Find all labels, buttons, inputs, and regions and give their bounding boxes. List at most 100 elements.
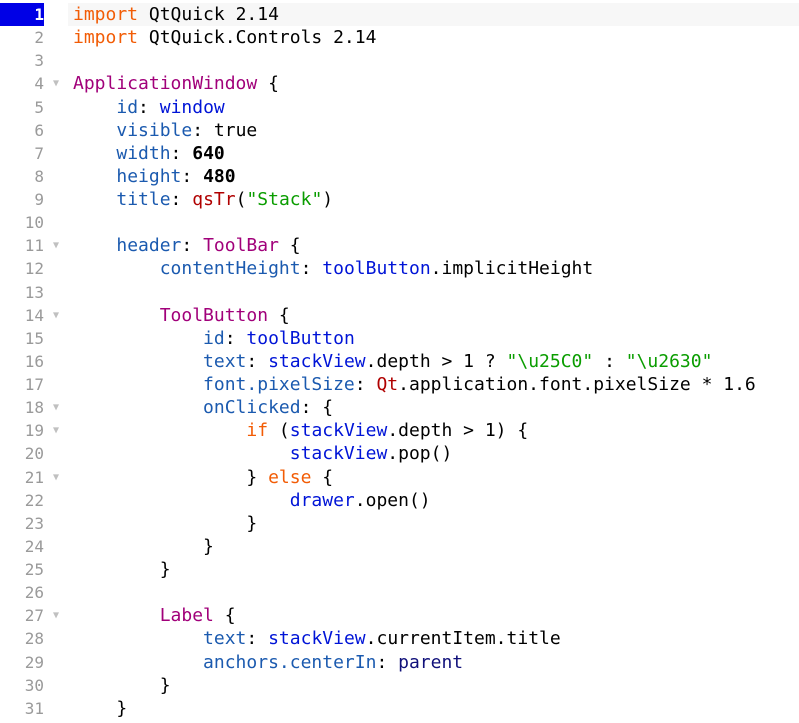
code-text[interactable]: Label { xyxy=(68,604,799,627)
code-text[interactable]: if (stackView.depth > 1) { xyxy=(68,419,799,442)
code-text[interactable]: } xyxy=(68,558,799,581)
code-line[interactable]: 2 import QtQuick.Controls 2.14 xyxy=(0,26,799,49)
line-number-gutter[interactable]: 24 xyxy=(0,535,44,558)
line-number-gutter[interactable]: 13 xyxy=(0,281,44,304)
code-line[interactable]: 28 text: stackView.currentItem.title xyxy=(0,627,799,650)
line-number-gutter[interactable]: 5 xyxy=(0,96,44,119)
chevron-down-icon[interactable]: ▼ xyxy=(52,610,60,622)
code-text[interactable]: stackView.pop() xyxy=(68,442,799,465)
code-line[interactable]: 29 anchors.centerIn: parent xyxy=(0,651,799,674)
code-text[interactable]: text: stackView.currentItem.title xyxy=(68,627,799,650)
code-text[interactable]: text: stackView.depth > 1 ? "\u25C0" : "… xyxy=(68,350,799,373)
chevron-down-icon[interactable]: ▼ xyxy=(52,309,60,321)
line-number-gutter[interactable]: 22 xyxy=(0,489,44,512)
code-line[interactable]: 5 id: window xyxy=(0,96,799,119)
code-text[interactable]: id: window xyxy=(68,96,799,119)
line-number-gutter[interactable]: 12 xyxy=(0,257,44,280)
code-line[interactable]: 14 ▼ ToolButton { xyxy=(0,304,799,327)
code-line[interactable]: 8 height: 480 xyxy=(0,165,799,188)
code-text[interactable]: import QtQuick 2.14 xyxy=(68,3,799,27)
line-number-gutter[interactable]: 19 xyxy=(0,419,44,442)
code-text[interactable]: onClicked: { xyxy=(68,396,799,419)
line-number-gutter[interactable]: 8 xyxy=(0,165,44,188)
line-number-gutter[interactable]: 3 xyxy=(0,49,44,72)
code-line[interactable]: 20 stackView.pop() xyxy=(0,442,799,465)
code-line[interactable]: 18 ▼ onClicked: { xyxy=(0,396,799,419)
line-number-gutter[interactable]: 20 xyxy=(0,442,44,465)
line-number-gutter[interactable]: 25 xyxy=(0,558,44,581)
code-line[interactable]: 31 } xyxy=(0,697,799,720)
code-line[interactable]: 3 xyxy=(0,49,799,72)
line-number-gutter[interactable]: 1 xyxy=(0,3,44,27)
code-line[interactable]: 27 ▼ Label { xyxy=(0,604,799,627)
line-number-gutter[interactable]: 11 xyxy=(0,234,44,257)
line-number-gutter[interactable]: 18 xyxy=(0,396,44,419)
code-text[interactable]: ApplicationWindow { xyxy=(68,72,799,95)
chevron-down-icon[interactable]: ▼ xyxy=(52,240,60,252)
line-number-gutter[interactable]: 15 xyxy=(0,327,44,350)
chevron-down-icon[interactable]: ▼ xyxy=(52,425,60,437)
line-number-gutter[interactable]: 28 xyxy=(0,627,44,650)
chevron-down-icon[interactable]: ▼ xyxy=(52,78,60,90)
line-number-gutter[interactable]: 10 xyxy=(0,211,44,234)
code-text[interactable]: height: 480 xyxy=(68,165,799,188)
code-line[interactable]: 10 xyxy=(0,211,799,234)
code-line[interactable]: 1 import QtQuick 2.14 xyxy=(0,3,799,27)
line-number-gutter[interactable]: 31 xyxy=(0,697,44,720)
code-line[interactable]: 15 id: toolButton xyxy=(0,327,799,350)
code-text[interactable]: header: ToolBar { xyxy=(68,234,799,257)
code-text[interactable] xyxy=(68,211,799,234)
code-text[interactable] xyxy=(68,581,799,604)
code-text[interactable] xyxy=(68,281,799,304)
line-number-gutter[interactable]: 4 xyxy=(0,72,44,95)
code-line[interactable]: 30 } xyxy=(0,674,799,697)
line-number-gutter[interactable]: 29 xyxy=(0,651,44,674)
code-line[interactable]: 17 font.pixelSize: Qt.application.font.p… xyxy=(0,373,799,396)
line-number-gutter[interactable]: 7 xyxy=(0,142,44,165)
code-editor[interactable]: 1 import QtQuick 2.14 2 import QtQuick.Cont… xyxy=(0,3,799,720)
code-text[interactable]: title: qsTr("Stack") xyxy=(68,188,799,211)
code-line[interactable]: 24 } xyxy=(0,535,799,558)
line-number-gutter[interactable]: 9 xyxy=(0,188,44,211)
code-text[interactable]: } xyxy=(68,512,799,535)
line-number-gutter[interactable]: 26 xyxy=(0,581,44,604)
code-text[interactable]: visible: true xyxy=(68,119,799,142)
code-line[interactable]: 13 xyxy=(0,281,799,304)
code-text[interactable]: } xyxy=(68,535,799,558)
code-text[interactable]: ToolButton { xyxy=(68,304,799,327)
code-text[interactable]: contentHeight: toolButton.implicitHeight xyxy=(68,257,799,280)
code-text[interactable]: drawer.open() xyxy=(68,489,799,512)
line-number-gutter[interactable]: 2 xyxy=(0,26,44,49)
chevron-down-icon[interactable]: ▼ xyxy=(52,402,60,414)
code-text[interactable]: } else { xyxy=(68,466,799,489)
code-text[interactable]: id: toolButton xyxy=(68,327,799,350)
line-number-gutter[interactable]: 16 xyxy=(0,350,44,373)
code-line[interactable]: 25 } xyxy=(0,558,799,581)
line-number-gutter[interactable]: 21 xyxy=(0,466,44,489)
code-line[interactable]: 22 drawer.open() xyxy=(0,489,799,512)
code-line[interactable]: 12 contentHeight: toolButton.implicitHei… xyxy=(0,257,799,280)
code-line[interactable]: 23 } xyxy=(0,512,799,535)
code-text[interactable]: width: 640 xyxy=(68,142,799,165)
line-number-gutter[interactable]: 23 xyxy=(0,512,44,535)
code-text[interactable]: } xyxy=(68,674,799,697)
code-line[interactable]: 21 ▼ } else { xyxy=(0,466,799,489)
code-text[interactable]: } xyxy=(68,697,799,720)
code-line[interactable]: 7 width: 640 xyxy=(0,142,799,165)
code-text[interactable] xyxy=(68,49,799,72)
code-line[interactable]: 19 ▼ if (stackView.depth > 1) { xyxy=(0,419,799,442)
chevron-down-icon[interactable]: ▼ xyxy=(52,471,60,483)
line-number-gutter[interactable]: 14 xyxy=(0,304,44,327)
line-number-gutter[interactable]: 27 xyxy=(0,604,44,627)
code-line[interactable]: 26 xyxy=(0,581,799,604)
line-number-gutter[interactable]: 30 xyxy=(0,674,44,697)
code-line[interactable]: 4 ▼ ApplicationWindow { xyxy=(0,72,799,95)
line-number-gutter[interactable]: 6 xyxy=(0,119,44,142)
code-text[interactable]: anchors.centerIn: parent xyxy=(68,651,799,674)
line-number-gutter[interactable]: 17 xyxy=(0,373,44,396)
code-line[interactable]: 9 title: qsTr("Stack") xyxy=(0,188,799,211)
code-line[interactable]: 6 visible: true xyxy=(0,119,799,142)
code-line[interactable]: 16 text: stackView.depth > 1 ? "\u25C0" … xyxy=(0,350,799,373)
code-text[interactable]: import QtQuick.Controls 2.14 xyxy=(68,26,799,49)
code-line[interactable]: 11 ▼ header: ToolBar { xyxy=(0,234,799,257)
